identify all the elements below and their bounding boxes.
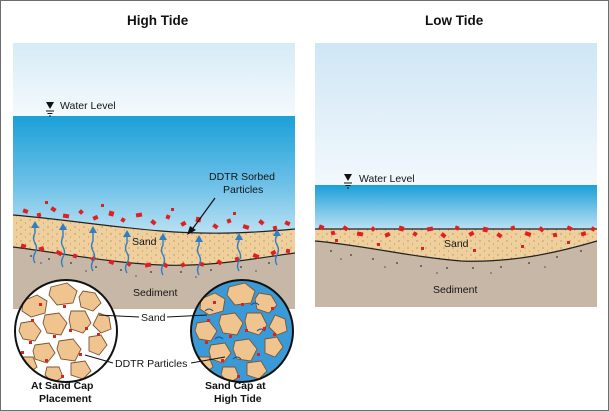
inset-sand-cap-high-tide (190, 279, 294, 383)
low-tide-water-level-label: Water Level (359, 173, 415, 185)
high-tide-title: High Tide (127, 13, 189, 28)
high-tide-seepage-arrows (32, 227, 280, 276)
low-tide-sediment-label: Sediment (433, 284, 477, 296)
high-tide-water-level-label: Water Level (60, 100, 116, 112)
inset-sand-label: Sand (141, 312, 166, 324)
low-tide-sand-bottom-line (314, 240, 598, 262)
low-tide-sand-layer (315, 229, 597, 262)
high-tide-sediment-dots (30, 255, 270, 278)
low-tide-sky (315, 43, 597, 187)
particles-callout-line (190, 197, 216, 232)
inset-left-caption-line1: At Sand Cap (31, 380, 93, 392)
water-level-triangle-icon (46, 102, 54, 109)
inset-particles-leader-right (190, 356, 226, 364)
low-tide-title: Low Tide (425, 13, 484, 28)
low-tide-sand-label: Sand (444, 238, 469, 250)
high-tide-particles-label-line1: DDTR Sorbed (209, 171, 275, 183)
high-tide-sand-layer (13, 215, 295, 266)
high-tide-sky (13, 43, 295, 118)
low-tide-sediment-dots (330, 250, 582, 274)
inset-sand-leader-right (166, 314, 208, 318)
high-tide-panel: Water Level DDTR Sorbed Particles Sand S… (12, 43, 296, 309)
high-tide-particles-label-line2: Particles (223, 184, 263, 196)
particles-callout-arrow-icon (187, 226, 196, 235)
low-tide-ddtr-particles (318, 224, 596, 252)
inset-right-caption-line2: High Tide (214, 393, 262, 405)
high-tide-water-level-marker (46, 102, 54, 117)
inset-sand-cap-placement (14, 279, 118, 383)
high-tide-sand-label: Sand (132, 236, 157, 248)
inset-left-caption-line2: Placement (39, 393, 92, 405)
inset-right-caption-line1: Sand Cap at (205, 380, 266, 392)
low-tide-panel: Water Level Sand Sediment (314, 43, 598, 307)
high-tide-ddtr-particles-bottom (20, 243, 291, 269)
high-tide-arrowheads (31, 221, 281, 242)
high-tide-ddtr-particles-top (22, 201, 291, 231)
water-level-triangle-icon (344, 174, 352, 181)
inset-particles-leader-left (84, 354, 114, 364)
inset-particles-label: DDTR Particles (115, 358, 187, 370)
inset-sand-leader-left (98, 314, 140, 318)
high-tide-sand-top-line (12, 214, 296, 234)
low-tide-water-level-marker (344, 174, 352, 189)
high-tide-sediment-label: Sediment (133, 287, 177, 299)
low-tide-water (315, 185, 597, 230)
